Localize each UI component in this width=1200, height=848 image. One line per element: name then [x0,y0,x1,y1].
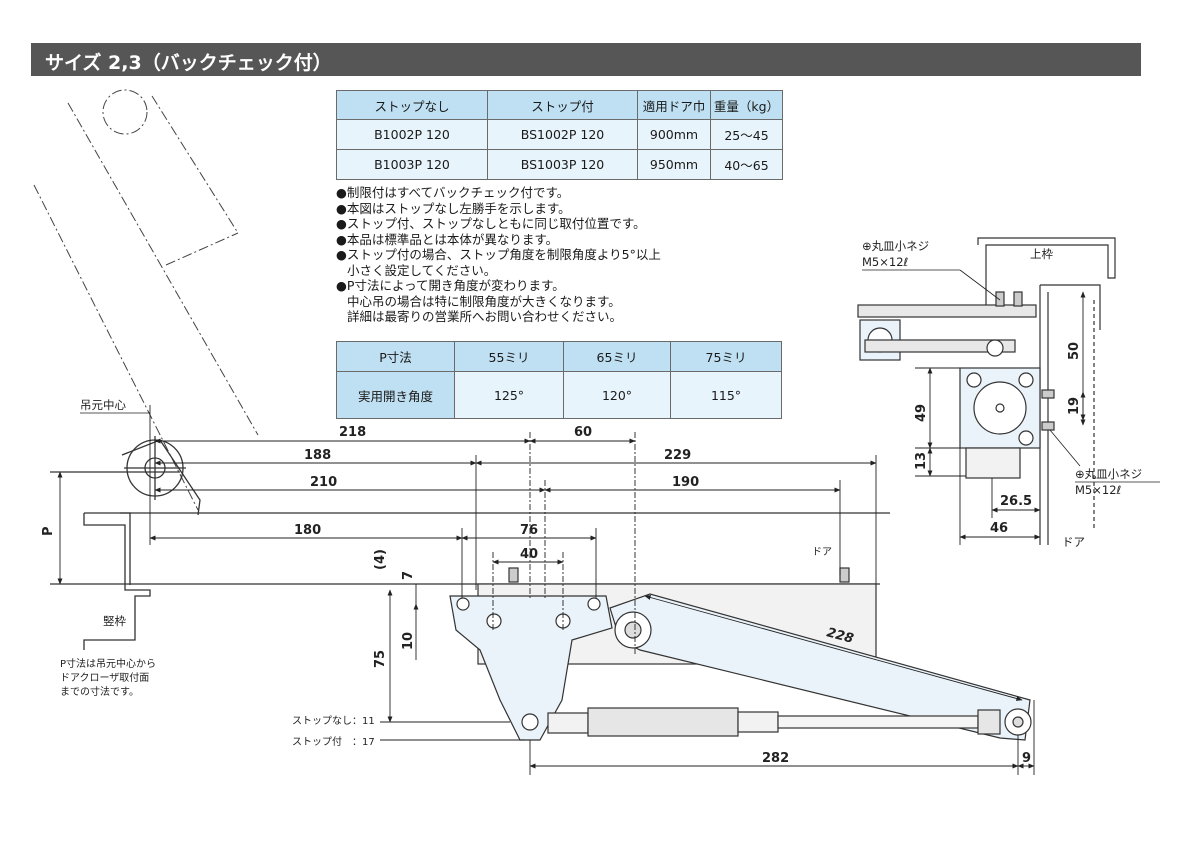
table-row: 実用開き角度 125° 120° 115° [336,371,782,419]
dimension-lines [57,405,1035,775]
table-cell: 120° [563,371,671,419]
screw-spec-bottom: M5×12ℓ [1075,483,1122,497]
note-line: ●本図はストップなし左勝手を示します。 [336,200,571,216]
table-cell: BS1003P 120 [487,149,638,180]
table-header-cell: ストップなし [336,90,488,120]
dimension-labels: 218 60 188 229 210 190 180 76 40 (4) 7 1… [41,425,1031,766]
dim-180: 180 [294,523,321,538]
p-note-line: P寸法は吊元中心から [60,657,156,670]
table-cell: 115° [670,371,782,419]
dim-210: 210 [310,475,337,490]
table-cell: B1002P 120 [336,119,488,150]
side-view-detail [857,237,1116,545]
notes-list: ●制限付はすべてバックチェック付です。 ●本図はストップなし左勝手を示します。 … [336,185,661,325]
table-row-label: 実用開き角度 [336,371,455,419]
table-header-cell: 75ミリ [670,341,782,372]
stop-none-label: ストップなし：11 [292,715,375,727]
note-line: ●制限付はすべてバックチェック付です。 [336,185,570,200]
dim-10: 10 [401,632,416,650]
note-line: ●ストップ付、ストップなしともに同じ取付位置です。 [336,216,646,231]
frame-profile [83,512,151,650]
note-line: 中心吊の場合は特に制限角度が大きくなります。 [347,293,621,309]
screw-label-bottom: ⊕丸皿小ネジ [1075,467,1142,481]
table-cell: B1003P 120 [336,149,488,180]
side-view-dimensions [915,291,1086,545]
stop-with-label: ストップ付 ：17 [292,735,375,748]
dim-19: 19 [1067,397,1082,415]
dim-190: 190 [672,475,699,490]
table-header-row: P寸法 55ミリ 65ミリ 75ミリ [336,341,782,372]
dim-7: 7 [401,571,416,580]
dim-49: 49 [914,404,929,422]
table-row: B1002P 120 BS1002P 120 900mm 25〜45 [336,119,783,150]
section-header: サイズ 2,3（バックチェック付） [31,43,1141,76]
hinge-center-label: 吊元中心 [80,398,126,412]
door-line [50,471,890,585]
door-label: ドア [812,547,832,558]
dim-60: 60 [574,425,592,440]
dim-282: 282 [762,751,789,766]
p-note-line: ドアクローザ取付面 [60,671,149,684]
dim-218: 218 [339,425,366,440]
table-header-cell: 65ミリ [563,341,671,372]
table-cell: BS1002P 120 [487,119,638,150]
table-header-cell: 重量（kg） [710,90,783,120]
note-line: ●本品は標準品とは本体が異なります。 [336,231,559,247]
door-label-side: ドア [1062,535,1085,549]
table-cell: 125° [454,371,564,419]
table-header-row: ストップなし ストップ付 適用ドア巾 重量（kg） [336,90,783,120]
p-dimension-table: P寸法 55ミリ 65ミリ 75ミリ 実用開き角度 125° 120° 115° [336,341,782,419]
note-line: ●ストップ付の場合、ストップ角度を制限角度より5°以上 [336,247,661,262]
side-view-labels: 50 19 49 13 26.5 46 ⊕丸皿小ネジ M5×12ℓ 上枠 ⊕丸皿… [862,239,1160,549]
hinge-assembly [121,436,201,516]
table-cell: 25〜45 [710,119,783,150]
table-header-cell: 55ミリ [454,341,564,372]
dim-26-5: 26.5 [1000,494,1032,509]
note-line: 小さく設定してください。 [347,262,497,278]
note-line: ●P寸法によって開き角度が変わります。 [336,278,565,293]
left-labels: 吊元中心 竪枠 P寸法は吊元中心から ドアクローザ取付面 までの寸法です。 スト… [60,398,832,748]
dim-228: 228 [825,625,855,647]
models-table: ストップなし ストップ付 適用ドア巾 重量（kg） B1002P 120 BS1… [336,90,783,180]
screw-spec-top: M5×12ℓ [862,255,909,269]
table-cell: 900mm [637,119,711,150]
p-label: P [41,526,56,536]
dim-229: 229 [664,448,691,463]
dim-13: 13 [914,452,929,470]
frame-label: 竪枠 [103,614,126,628]
table-header-cell: 適用ドア巾 [637,90,711,120]
dim-76: 76 [520,523,538,538]
open-door-phantom [33,89,259,511]
dim-75: 75 [373,650,388,668]
p-note-line: までの寸法です。 [60,685,139,698]
table-cell: 950mm [637,149,711,180]
dim-40: 40 [520,547,538,562]
table-row: B1003P 120 BS1003P 120 950mm 40〜65 [336,149,783,180]
forearm [547,707,1001,737]
top-frame-label: 上枠 [1030,247,1053,261]
dim-9: 9 [1022,751,1031,766]
note-line: 詳細は最寄りの営業所へお問い合わせください。 [347,309,623,324]
screw-label-top: ⊕丸皿小ネジ [862,239,929,253]
dim-50: 50 [1067,342,1082,360]
dim-46: 46 [990,521,1008,536]
dim-4: (4) [373,549,388,570]
section-title: サイズ 2,3（バックチェック付） [45,52,332,74]
table-cell: 40〜65 [710,149,783,180]
dim-188: 188 [304,448,331,463]
